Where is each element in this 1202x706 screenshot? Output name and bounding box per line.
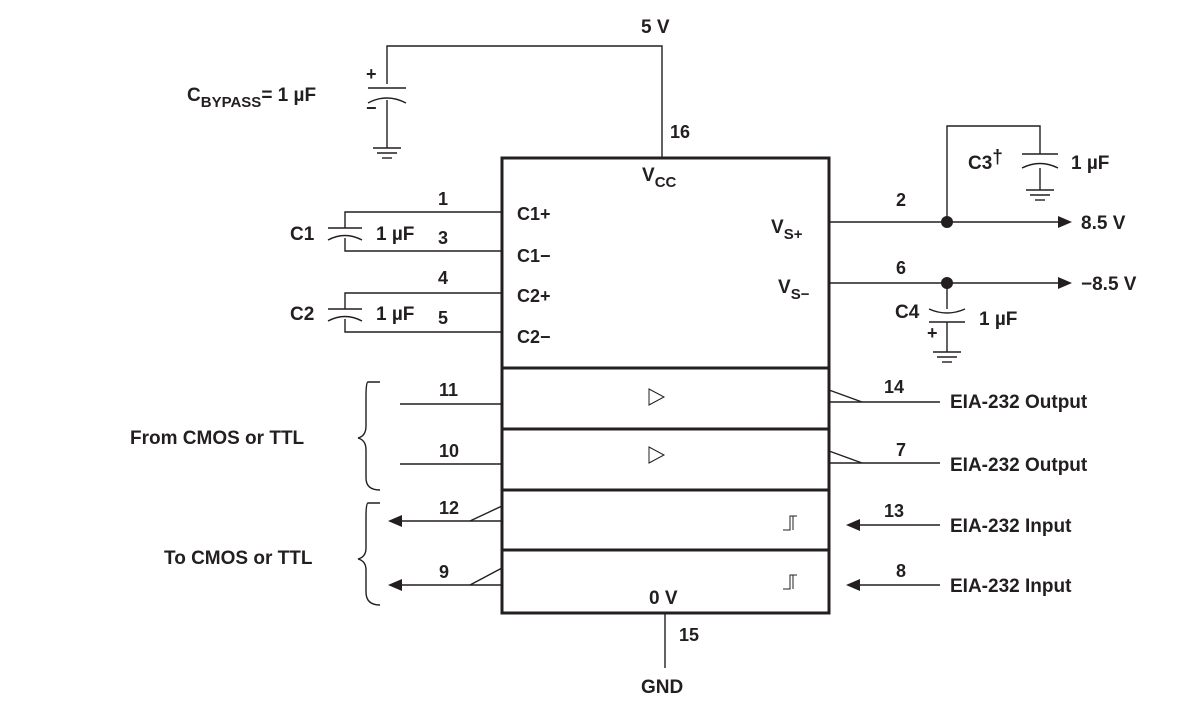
c1-plus-pin-label: C1+ [517,204,551,224]
c1-minus-pin-label: C1− [517,246,551,266]
receiver-1-out-pin: 12 [439,498,459,518]
vcc-rail-label: 5 V [641,17,670,38]
c1-pin-b-number: 3 [438,228,448,248]
c2-name: C2 [290,304,314,325]
vs-minus-junction-dot [941,277,953,289]
vs-plus-net [829,125,1072,228]
c4-plus-sign: + [927,323,938,343]
vs-minus-voltage: −8.5 V [1081,274,1137,295]
driver-2-output-label: EIA-232 Output [950,455,1088,476]
c2-plus-pin-label: C2+ [517,286,551,306]
receiver-2-input-label: EIA-232 Input [950,576,1072,597]
c1-name: C1 [290,224,315,245]
driver-2-net [400,446,940,465]
c3-name: C3† [968,147,1003,174]
vs-plus-junction-dot [941,216,953,228]
c2-minus-pin-label: C2− [517,327,551,347]
drivers-group-label: From CMOS or TTL [130,428,305,449]
receiver-1-in-pin: 13 [884,501,904,521]
vs-minus-net [829,277,1072,363]
gnd-pin-label: 0 V [649,588,678,609]
vs-plus-pin-label: VS+ [771,217,803,243]
c1-pin-a-number: 1 [438,189,448,209]
c2-pin-b-number: 5 [438,308,448,328]
vcc-pin-label: VCC [642,165,677,191]
driver-1-output-label: EIA-232 Output [950,392,1088,413]
receiver-2-net [388,567,940,591]
receiver-2-out-pin: 9 [439,562,449,582]
vs-plus-voltage: 8.5 V [1081,213,1126,234]
driver-1-net [400,388,940,406]
c3-value: 1 µF [1071,153,1109,174]
vcc-supply-net [367,45,663,159]
driver-2-out-pin: 7 [896,440,906,460]
gnd-label: GND [641,677,683,698]
c2-capacitor-net [327,292,502,333]
c1-capacitor-net [327,211,502,252]
receiver-2-in-pin: 8 [896,561,906,581]
gnd-pin-number: 15 [679,625,699,645]
cbypass-label: CBYPASS= 1 µF [187,85,316,111]
cbypass-minus-sign: − [366,98,377,118]
receiver-1-net [388,505,940,531]
driver-1-out-pin: 14 [884,377,904,397]
receiver-1-input-label: EIA-232 Input [950,516,1072,537]
driver-2-in-pin: 10 [439,441,459,461]
vs-minus-pin-label: VS− [778,277,810,303]
receivers-group-label: To CMOS or TTL [164,548,313,569]
receivers-brace [357,502,381,606]
vcc-pin-number: 16 [670,122,690,142]
cbypass-plus-sign: + [366,64,377,84]
driver-1-in-pin: 11 [439,380,458,400]
c2-pin-a-number: 4 [438,268,448,288]
c4-name: C4 [895,302,920,323]
c2-value: 1 µF [376,304,414,325]
vs-plus-pin-number: 2 [896,190,906,210]
c4-value: 1 µF [979,309,1017,330]
vs-minus-pin-number: 6 [896,258,906,278]
drivers-brace [357,381,381,491]
c1-value: 1 µF [376,224,414,245]
